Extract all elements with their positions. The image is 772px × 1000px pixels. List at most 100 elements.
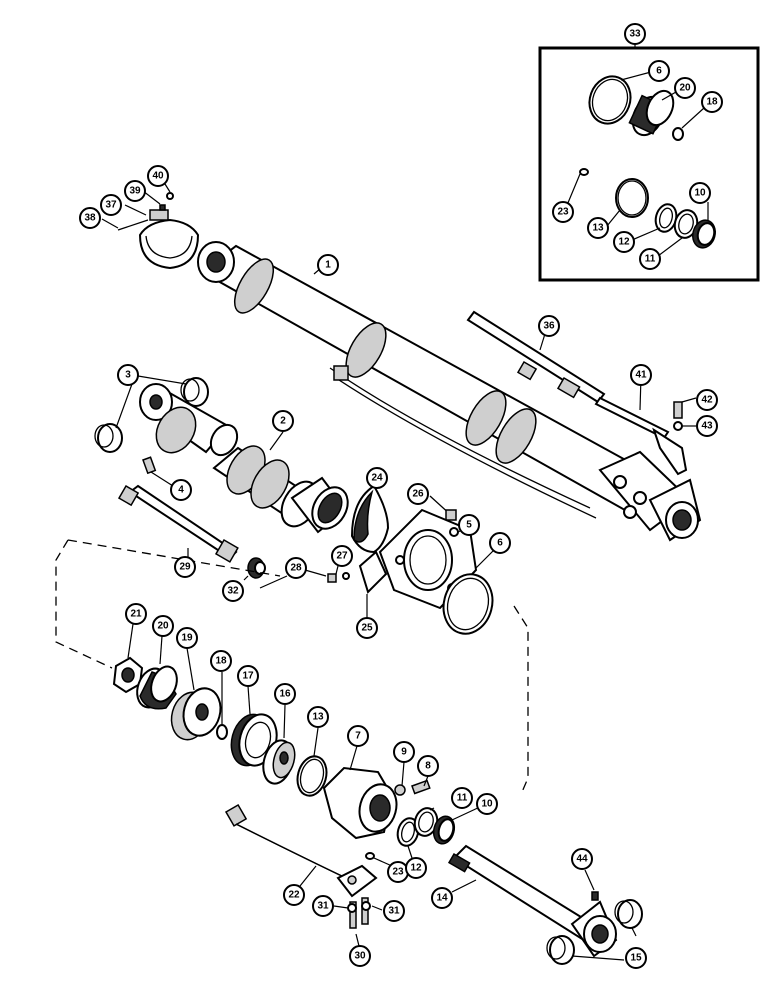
svg-text:21: 21 bbox=[130, 609, 142, 620]
callout-kit-12: 12 bbox=[613, 231, 635, 253]
seal-kit-box bbox=[538, 44, 760, 282]
callout-10: 10 bbox=[476, 793, 498, 815]
svg-text:22: 22 bbox=[288, 890, 300, 901]
callout-24: 24 bbox=[366, 467, 388, 489]
svg-text:31: 31 bbox=[388, 906, 400, 917]
callout-41: 41 bbox=[630, 364, 652, 386]
piston-rod bbox=[447, 844, 643, 965]
svg-text:14: 14 bbox=[436, 893, 448, 904]
svg-text:12: 12 bbox=[618, 237, 630, 248]
callout-kit-6: 6 bbox=[648, 60, 670, 82]
callout-44: 44 bbox=[571, 848, 593, 870]
svg-text:39: 39 bbox=[129, 186, 141, 197]
clamp-assembly bbox=[101, 175, 200, 270]
svg-text:27: 27 bbox=[336, 551, 348, 562]
callout-kit-13: 13 bbox=[587, 217, 609, 239]
tube-and-bolts bbox=[224, 803, 383, 951]
svg-text:1: 1 bbox=[325, 260, 331, 271]
callout-43: 43 bbox=[696, 415, 718, 437]
callout-31-left: 31 bbox=[312, 895, 334, 917]
svg-text:8: 8 bbox=[425, 761, 431, 772]
callout-23: 23 bbox=[387, 861, 409, 883]
svg-text:3: 3 bbox=[125, 370, 131, 381]
head-gland-group bbox=[322, 745, 483, 867]
svg-text:29: 29 bbox=[179, 562, 191, 573]
svg-text:24: 24 bbox=[371, 473, 383, 484]
callout-32: 32 bbox=[222, 580, 244, 602]
callout-kit-18: 18 bbox=[701, 91, 723, 113]
svg-text:13: 13 bbox=[312, 712, 324, 723]
callout-kit-23: 23 bbox=[552, 201, 574, 223]
svg-text:18: 18 bbox=[706, 97, 718, 108]
callout-13: 13 bbox=[307, 706, 329, 728]
svg-text:33: 33 bbox=[629, 29, 641, 40]
svg-text:44: 44 bbox=[576, 854, 588, 865]
svg-text:43: 43 bbox=[701, 421, 713, 432]
callout-29: 29 bbox=[174, 556, 196, 578]
callout-20: 20 bbox=[152, 615, 174, 637]
callout-kit-11: 11 bbox=[639, 248, 661, 270]
svg-text:16: 16 bbox=[279, 689, 291, 700]
callout-42: 42 bbox=[696, 389, 718, 411]
callout-31-right: 31 bbox=[383, 900, 405, 922]
callout-5: 5 bbox=[458, 514, 480, 536]
svg-text:13: 13 bbox=[592, 223, 604, 234]
head-and-tube-assembly bbox=[94, 375, 349, 534]
callout-6: 6 bbox=[489, 532, 511, 554]
piston-group bbox=[55, 539, 529, 797]
svg-text:36: 36 bbox=[543, 321, 555, 332]
svg-text:42: 42 bbox=[701, 395, 713, 406]
callout-kit-10: 10 bbox=[689, 182, 711, 204]
svg-text:28: 28 bbox=[290, 563, 302, 574]
callout-18: 18 bbox=[210, 650, 232, 672]
svg-text:38: 38 bbox=[84, 213, 96, 224]
callout-38: 38 bbox=[79, 207, 101, 229]
svg-text:17: 17 bbox=[242, 671, 254, 682]
clamp-and-flange bbox=[350, 468, 495, 635]
cylinder-barrel bbox=[197, 241, 702, 542]
callout-16: 16 bbox=[274, 683, 296, 705]
svg-text:10: 10 bbox=[694, 188, 706, 199]
callout-19: 19 bbox=[176, 627, 198, 649]
svg-text:11: 11 bbox=[645, 254, 656, 265]
svg-text:37: 37 bbox=[105, 200, 117, 211]
callout-27: 27 bbox=[331, 545, 353, 567]
callout-kit-20: 20 bbox=[674, 77, 696, 99]
svg-text:19: 19 bbox=[181, 633, 193, 644]
callout-30: 30 bbox=[349, 945, 371, 967]
callout-9: 9 bbox=[393, 741, 415, 763]
svg-text:41: 41 bbox=[635, 370, 647, 381]
svg-text:26: 26 bbox=[412, 489, 424, 500]
svg-text:23: 23 bbox=[557, 207, 569, 218]
svg-text:15: 15 bbox=[630, 953, 642, 964]
callout-3: 3 bbox=[117, 364, 139, 386]
callout-2: 2 bbox=[272, 410, 294, 432]
svg-text:30: 30 bbox=[354, 951, 366, 962]
svg-text:5: 5 bbox=[466, 520, 472, 531]
rod-and-fittings bbox=[117, 484, 350, 589]
svg-text:10: 10 bbox=[481, 799, 493, 810]
callout-39: 39 bbox=[124, 180, 146, 202]
svg-text:7: 7 bbox=[355, 731, 361, 742]
svg-text:25: 25 bbox=[361, 623, 373, 634]
svg-text:12: 12 bbox=[410, 863, 422, 874]
callout-33: 33 bbox=[624, 23, 646, 45]
callout-25: 25 bbox=[356, 617, 378, 639]
svg-text:18: 18 bbox=[215, 656, 227, 667]
svg-text:2: 2 bbox=[280, 416, 286, 427]
callout-4: 4 bbox=[170, 479, 192, 501]
callout-8: 8 bbox=[417, 755, 439, 777]
callout-11: 11 bbox=[451, 787, 473, 809]
callout-22: 22 bbox=[283, 884, 305, 906]
svg-text:6: 6 bbox=[497, 538, 503, 549]
callout-15: 15 bbox=[625, 947, 647, 969]
svg-text:32: 32 bbox=[227, 586, 239, 597]
svg-text:4: 4 bbox=[178, 485, 184, 496]
callout-26: 26 bbox=[407, 483, 429, 505]
callout-28: 28 bbox=[285, 557, 307, 579]
callout-12: 12 bbox=[405, 857, 427, 879]
callout-1: 1 bbox=[317, 254, 339, 276]
callout-7: 7 bbox=[347, 725, 369, 747]
callout-17: 17 bbox=[237, 665, 259, 687]
